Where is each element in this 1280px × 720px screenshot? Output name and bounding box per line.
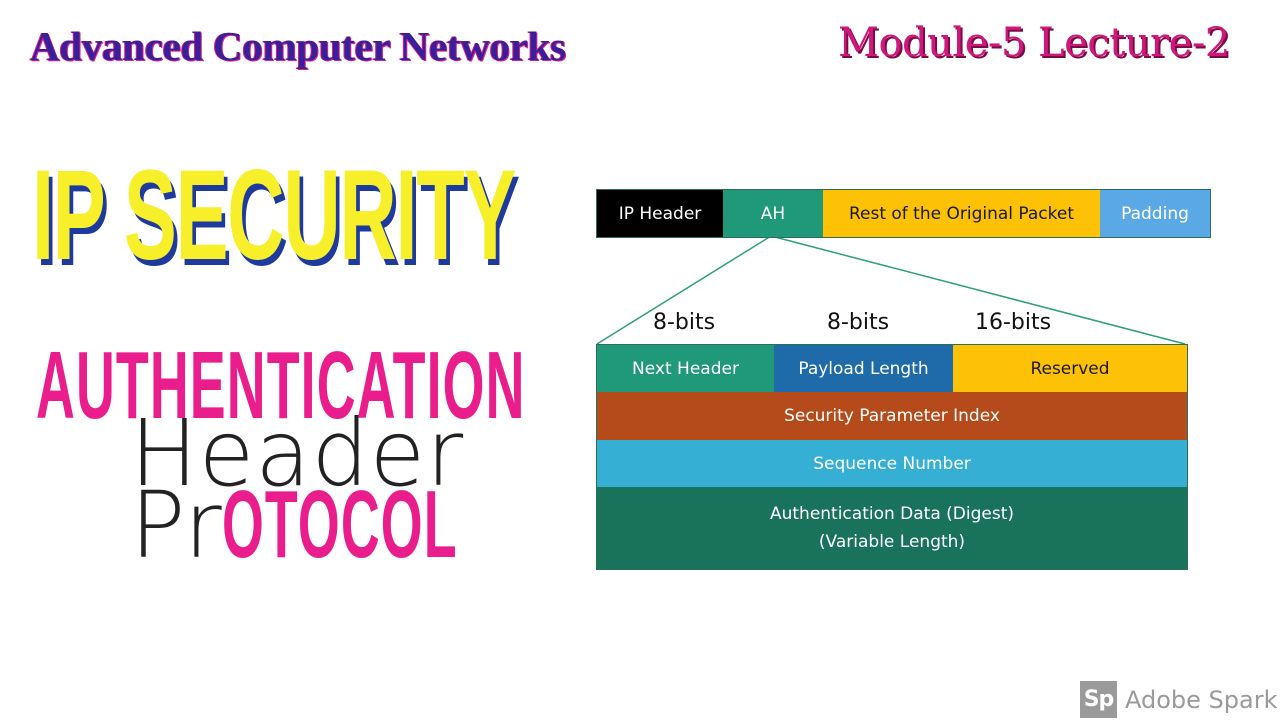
subtitle-protocol: PrOTOCOL	[130, 471, 643, 579]
field-authentication-data: Authentication Data (Digest) (Variable L…	[597, 487, 1187, 569]
bit-label-payload-length: 8-bits	[827, 310, 890, 335]
bit-label-reserved: 16-bits	[975, 310, 1052, 335]
packet-segment-rest: Rest of the Original Packet	[823, 190, 1100, 237]
subtitle-authentication: AUTHENTICATION	[36, 332, 526, 439]
main-title: IP SECURITY	[32, 144, 516, 287]
auth-data-line1: Authentication Data (Digest)	[769, 504, 1015, 524]
protocol-bold-part: OTOCOL	[221, 471, 458, 578]
course-title: Advanced Computer Networks	[30, 23, 566, 69]
protocol-light-part: Pr	[130, 472, 222, 579]
brand-name: Adobe Spark	[1125, 685, 1278, 714]
field-sequence-number: Sequence Number	[597, 440, 1187, 487]
field-next-header: Next Header	[597, 345, 774, 392]
adobe-spark-branding: Sp Adobe Spark	[1080, 681, 1277, 718]
adobe-spark-logo-icon: Sp	[1080, 681, 1117, 718]
ip-packet-bar: IP Header AH Rest of the Original Packet…	[596, 189, 1211, 238]
ah-row-1: Next Header Payload Length Reserved	[597, 345, 1187, 392]
module-title: Module-5 Lecture-2	[838, 20, 1230, 66]
packet-segment-ip-header: IP Header	[597, 190, 723, 237]
packet-segment-padding: Padding	[1100, 190, 1210, 237]
field-reserved: Reserved	[953, 345, 1187, 392]
field-security-parameter-index: Security Parameter Index	[597, 392, 1187, 440]
packet-segment-ah: AH	[723, 190, 823, 237]
ah-format-table: Next Header Payload Length Reserved Secu…	[596, 344, 1188, 570]
subtitle-header: Header	[130, 400, 465, 507]
field-payload-length: Payload Length	[774, 345, 953, 392]
auth-data-line2: (Variable Length)	[818, 532, 966, 552]
bit-label-next-header: 8-bits	[653, 310, 716, 335]
